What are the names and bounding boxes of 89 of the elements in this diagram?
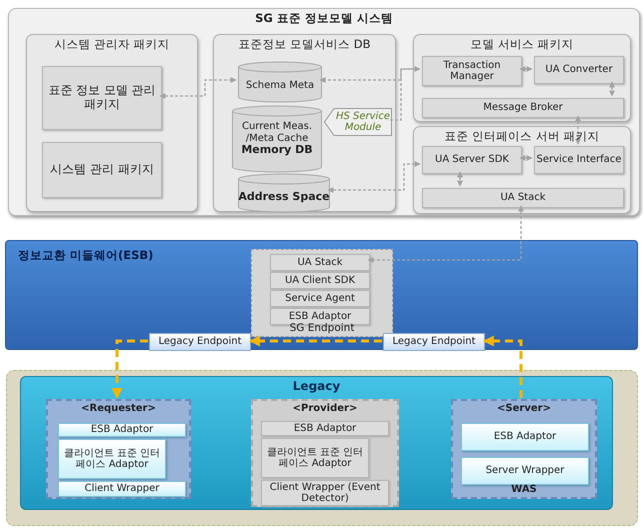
component-box (461, 423, 589, 451)
group-title: 정보교환 미들웨어(ESB) (18, 249, 154, 262)
component-label: 표준 정보 모델 관리 패키지 (47, 84, 157, 112)
group-title: 모델 서비스 패키지 (469, 38, 575, 52)
component-label: Service Agent (285, 292, 355, 304)
role-panel (451, 399, 597, 499)
component-box (261, 480, 389, 506)
arrow (482, 336, 522, 398)
component-label: Transaction Manager (442, 60, 502, 82)
database-cylinder (238, 174, 330, 212)
component-box (42, 66, 162, 130)
component-box (422, 56, 522, 86)
package-panel (26, 34, 198, 212)
component-label: Legacy Endpoint (392, 336, 476, 348)
arrow (248, 336, 382, 346)
arrow (575, 115, 581, 145)
component-label: Client Wrapper (Event Detector) (268, 482, 382, 504)
group-title: SG 표준 정보모델 시스템 (254, 12, 394, 26)
component-label: UA Stack (500, 192, 546, 204)
component-box (422, 98, 624, 118)
component-label: ESB Adaptor (288, 310, 352, 322)
group-title: 시스템 관리자 패키지 (53, 38, 171, 52)
component-box (422, 146, 522, 174)
arrow (609, 81, 615, 97)
component-label: 시스템 관리 패키지 (50, 163, 154, 177)
component-label: UA Server SDK (435, 154, 509, 166)
legacy-panel (20, 376, 613, 510)
component-box (58, 481, 186, 497)
component-label: Message Broker (483, 102, 563, 114)
component-label: Server Wrapper (486, 465, 564, 477)
component-label: 클라이언트 표준 인터페이스 Adaptor (266, 446, 364, 470)
component-box (58, 439, 166, 479)
component-box (270, 308, 370, 325)
database-cylinder (238, 62, 322, 102)
group-title: 표준정보 모델서비스 DB (237, 38, 372, 52)
arrow (159, 77, 237, 99)
group-title: SG Endpoint (288, 322, 356, 334)
arrow (319, 66, 421, 83)
component-box (42, 142, 162, 198)
connector-line (390, 68, 420, 121)
database-label: Memory DB (241, 144, 313, 157)
package-panel (413, 126, 631, 214)
group-title: <Server> (496, 403, 552, 414)
component-box (270, 272, 370, 289)
component-box (461, 457, 589, 485)
component-label: HS Service Module (334, 110, 391, 134)
component-label: ESB Adaptor (494, 431, 556, 443)
group-title: <Requester> (80, 403, 157, 414)
component-label: Address Space (238, 190, 330, 204)
component-label: 클라이언트 표준 인터페이스 Adaptor (62, 448, 162, 470)
role-panel (251, 399, 399, 507)
database-cylinder (232, 106, 322, 172)
component-box (270, 254, 370, 271)
component-box (534, 146, 624, 174)
endpoint-box (383, 333, 485, 351)
arrow (519, 66, 533, 72)
component-label: Client Wrapper (84, 483, 160, 495)
component-box (261, 438, 369, 478)
endpoint-panel (251, 249, 393, 337)
component-label: Current Meas. /Meta Cache (240, 121, 314, 144)
arrow (457, 171, 463, 187)
group-title: <Provider> (292, 403, 358, 414)
component-label: UA Converter (545, 64, 613, 76)
arrow (327, 161, 421, 193)
arrow (367, 205, 524, 263)
arrow (112, 340, 148, 400)
system-panel (8, 8, 640, 216)
component-label: Legacy Endpoint (158, 336, 242, 348)
component-box (422, 188, 624, 208)
component-label: ESB Adaptor (294, 422, 356, 434)
component-label: UA Client SDK (284, 274, 356, 286)
callout-box (324, 108, 392, 136)
endpoint-box (149, 333, 251, 351)
component-label: UA Stack (297, 256, 343, 268)
group-title: Legacy (292, 380, 342, 394)
component-label: Schema Meta (246, 80, 314, 92)
middleware-band (5, 240, 638, 350)
package-panel (413, 34, 631, 122)
group-title: 표준 인터페이스 서버 패키지 (444, 130, 600, 144)
package-panel (213, 34, 396, 212)
arrow (519, 155, 533, 161)
component-box (58, 423, 186, 437)
component-label: Service Interface (536, 154, 622, 166)
component-box (270, 290, 370, 307)
role-panel (46, 399, 191, 499)
component-box (534, 56, 624, 84)
group-title: WAS (510, 484, 538, 495)
component-box (261, 421, 389, 436)
component-label: ESB Adaptor (90, 424, 154, 436)
